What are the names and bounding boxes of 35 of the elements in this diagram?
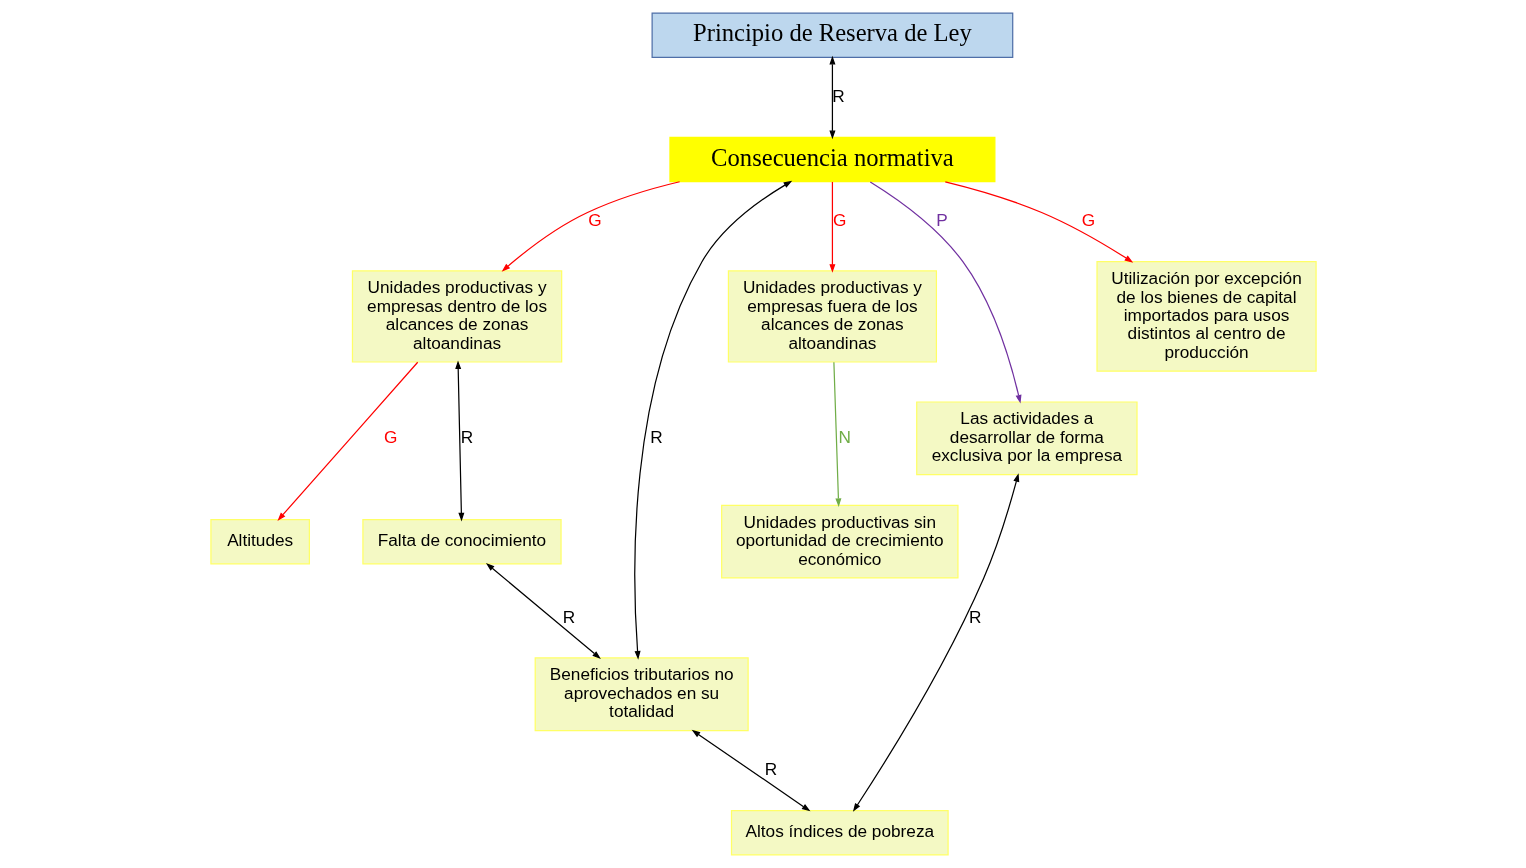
arrow (828, 181, 835, 273)
node-box: Unidades productivas sin oportunidad de crecimiento económico (720, 504, 959, 579)
arrow (485, 562, 601, 659)
edge-label: R (460, 426, 473, 447)
node-box: Unidades productivas y empresas dentro de los alcances de zonas altoandinas (351, 270, 562, 363)
edge-label: R (649, 426, 663, 447)
node-box: Unidades productivas y empresas fuera de los alcances de zonas altoandinas (727, 270, 937, 363)
edge-label: G (832, 210, 847, 231)
arrow (944, 181, 1133, 263)
edge-label: G (383, 426, 397, 447)
arrow (691, 729, 810, 812)
arrow (276, 361, 418, 521)
arrow (454, 360, 464, 522)
node-box: Las actividades a desarrollar de forma exclusiva por la empresa (915, 401, 1138, 476)
node-box: Beneficios tributarios no aprovechados en su totalidad (534, 657, 749, 732)
arrow (852, 473, 1019, 812)
edge-label: G (1081, 210, 1095, 231)
arrow (633, 180, 792, 660)
edge-label: R (968, 606, 981, 627)
node-box: Altitudes (209, 518, 310, 565)
node-box: Utilización por excepción de los bienes de capital importados para usos distintos al centro de producción (1095, 261, 1317, 372)
edge-label: N (838, 426, 851, 447)
node-box: Principio de Reserva de Ley (651, 12, 1013, 59)
edge-label: P (935, 210, 948, 231)
node-box: Consecuencia normativa (668, 136, 995, 183)
node-box: Altos índices de pobreza (730, 809, 949, 856)
arrow (869, 181, 1021, 404)
node-box: Falta de conocimiento (361, 518, 562, 565)
arrow (832, 361, 841, 507)
edge-label: R (764, 759, 777, 780)
edge-label: G (587, 210, 602, 231)
edge-label: R (562, 606, 575, 627)
edge-label: R (831, 85, 845, 106)
arrow (828, 55, 835, 140)
arrow (501, 181, 680, 272)
